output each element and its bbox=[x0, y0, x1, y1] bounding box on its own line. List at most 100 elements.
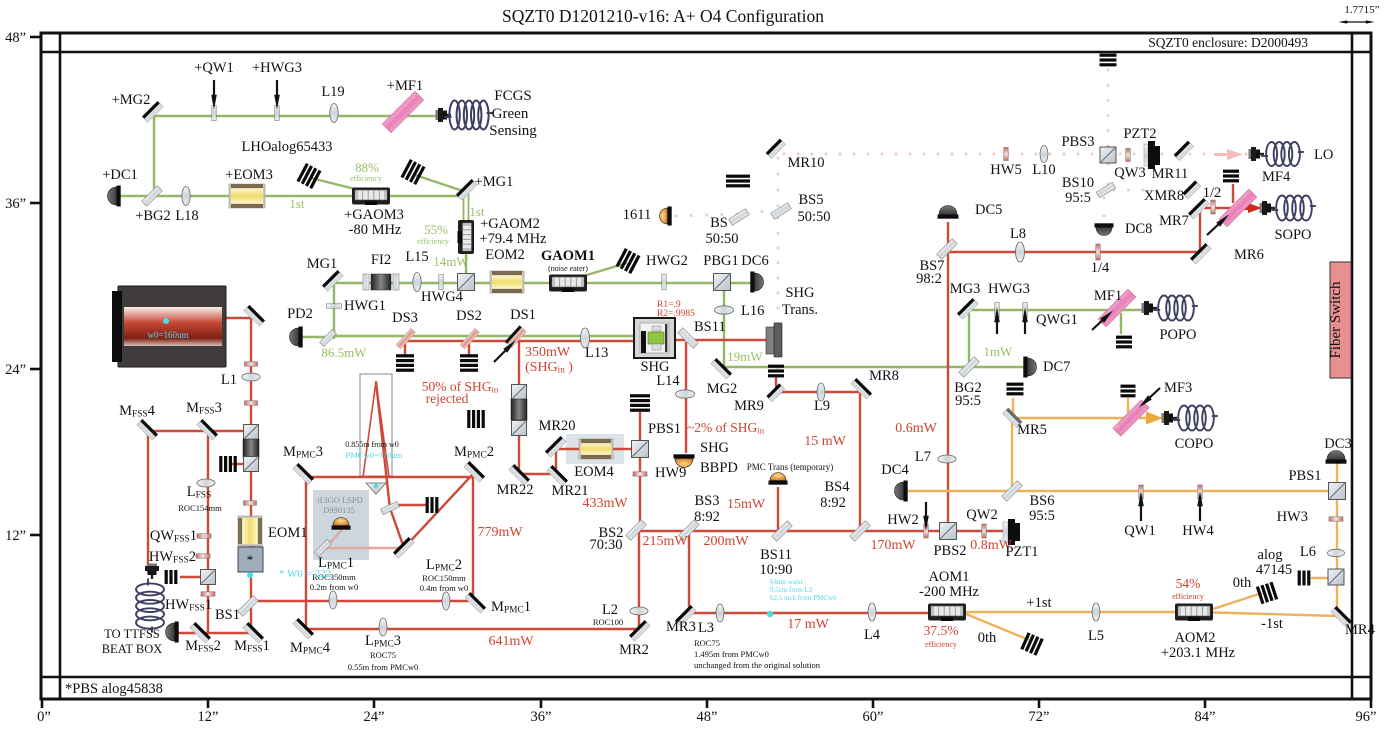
svg-text:88%: 88% bbox=[355, 160, 379, 175]
svg-text:PD2: PD2 bbox=[287, 306, 313, 322]
svg-text:HWG3: HWG3 bbox=[988, 281, 1030, 297]
svg-text:L4: L4 bbox=[864, 627, 881, 643]
svg-text:DC8: DC8 bbox=[1125, 221, 1152, 237]
svg-text:QW2: QW2 bbox=[966, 507, 997, 523]
svg-text:*PBS alog45838: *PBS alog45838 bbox=[65, 681, 163, 697]
svg-text:+EOM3: +EOM3 bbox=[225, 167, 273, 183]
svg-text:PBS1: PBS1 bbox=[1288, 468, 1321, 484]
svg-text:86.5mW: 86.5mW bbox=[321, 345, 367, 360]
svg-text:0.4m from w0: 0.4m from w0 bbox=[420, 583, 468, 593]
svg-text:FCGS: FCGS bbox=[494, 88, 532, 104]
svg-text:BEAT BOX: BEAT BOX bbox=[102, 642, 163, 656]
svg-text:DS1: DS1 bbox=[510, 307, 536, 323]
svg-text:BS1: BS1 bbox=[215, 607, 240, 623]
svg-text:MG2: MG2 bbox=[707, 381, 738, 397]
svg-text:SHG: SHG bbox=[700, 440, 730, 456]
svg-text:MR20: MR20 bbox=[538, 418, 575, 434]
svg-text:Fiber Switch: Fiber Switch bbox=[1328, 281, 1344, 359]
svg-text:HW2: HW2 bbox=[887, 512, 918, 528]
svg-text:Green: Green bbox=[492, 106, 529, 122]
svg-text:ROC75: ROC75 bbox=[694, 638, 720, 648]
svg-text:L18: L18 bbox=[175, 208, 198, 224]
svg-text:95:5: 95:5 bbox=[1029, 508, 1055, 524]
svg-text:BS2: BS2 bbox=[599, 525, 624, 541]
svg-text:HWG2: HWG2 bbox=[646, 253, 688, 269]
svg-text:62.5 inch from PMCw0: 62.5 inch from PMCw0 bbox=[770, 594, 837, 602]
svg-text:rejected: rejected bbox=[426, 391, 469, 406]
svg-text:BS7: BS7 bbox=[920, 258, 945, 274]
svg-text:w0=160um: w0=160um bbox=[147, 330, 188, 340]
svg-text:QW1: QW1 bbox=[1124, 523, 1155, 539]
svg-text:50:50: 50:50 bbox=[797, 209, 830, 225]
svg-text:BS10: BS10 bbox=[1062, 175, 1094, 191]
svg-text:BG2: BG2 bbox=[954, 380, 981, 396]
svg-text:COPO: COPO bbox=[1175, 436, 1214, 452]
svg-text:-1st: -1st bbox=[1261, 616, 1283, 632]
svg-text:BS3: BS3 bbox=[695, 493, 720, 509]
svg-text:Trans.: Trans. bbox=[782, 302, 818, 318]
svg-text:14mW: 14mW bbox=[433, 254, 469, 269]
svg-text:ROC150mm: ROC150mm bbox=[422, 573, 466, 583]
svg-text:+203.1 MHz: +203.1 MHz bbox=[1161, 645, 1236, 661]
svg-text:200mW: 200mW bbox=[703, 534, 749, 549]
svg-text:-200 MHz: -200 MHz bbox=[919, 584, 980, 600]
svg-text:+MG2: +MG2 bbox=[112, 92, 151, 108]
svg-text:DS2: DS2 bbox=[456, 308, 482, 324]
svg-text:DC4: DC4 bbox=[881, 462, 909, 478]
svg-text:L14: L14 bbox=[656, 373, 680, 389]
svg-text:QWFSS1: QWFSS1 bbox=[150, 528, 197, 545]
svg-text:ROC100: ROC100 bbox=[593, 617, 623, 627]
svg-text:MR10: MR10 bbox=[787, 155, 824, 171]
svg-text:HWFSS1: HWFSS1 bbox=[165, 597, 212, 614]
svg-text:12”: 12” bbox=[198, 709, 219, 725]
svg-text:FI2: FI2 bbox=[371, 252, 391, 268]
svg-text:PMC Trans (temporary): PMC Trans (temporary) bbox=[747, 462, 834, 472]
svg-text:HWG4: HWG4 bbox=[421, 289, 464, 305]
svg-text:POPO: POPO bbox=[1159, 327, 1196, 343]
svg-text:SHG: SHG bbox=[785, 285, 815, 301]
svg-text:efficiency: efficiency bbox=[1172, 592, 1204, 601]
svg-text:XMR8: XMR8 bbox=[1144, 188, 1184, 204]
svg-text:BS: BS bbox=[710, 215, 728, 231]
svg-text:ROC350mm: ROC350mm bbox=[312, 572, 356, 582]
svg-text:0th: 0th bbox=[978, 630, 997, 646]
svg-text:MF1: MF1 bbox=[1094, 288, 1122, 304]
svg-text:95:5: 95:5 bbox=[1065, 190, 1091, 206]
svg-text:L19: L19 bbox=[321, 84, 344, 100]
svg-text:215mW: 215mW bbox=[642, 534, 688, 549]
svg-text:17 mW: 17 mW bbox=[787, 617, 829, 632]
svg-text:EOM4: EOM4 bbox=[574, 464, 614, 480]
svg-text:L16: L16 bbox=[741, 303, 764, 319]
svg-text:PBS3: PBS3 bbox=[1061, 134, 1094, 150]
svg-text:HWFSS2: HWFSS2 bbox=[149, 549, 196, 566]
svg-text:47145: 47145 bbox=[1256, 562, 1292, 578]
svg-text:L15: L15 bbox=[405, 249, 428, 265]
svg-text:ROC75: ROC75 bbox=[370, 650, 396, 660]
svg-text:efficiency: efficiency bbox=[417, 237, 449, 246]
svg-text:37.5%: 37.5% bbox=[924, 623, 959, 638]
svg-text:36”: 36” bbox=[5, 196, 26, 212]
svg-text:DS3: DS3 bbox=[392, 310, 418, 326]
svg-text:*: * bbox=[247, 552, 254, 567]
svg-text:(noise eater): (noise eater) bbox=[548, 264, 588, 273]
svg-text:MR5: MR5 bbox=[1017, 422, 1047, 438]
svg-text:L6: L6 bbox=[1300, 544, 1316, 560]
svg-text:HW3: HW3 bbox=[1277, 509, 1308, 525]
svg-text:95:5: 95:5 bbox=[955, 393, 981, 409]
svg-text:1st: 1st bbox=[289, 196, 305, 211]
svg-text:1/2: 1/2 bbox=[1203, 185, 1222, 201]
svg-text:DC3: DC3 bbox=[1324, 436, 1351, 452]
svg-text:98:2: 98:2 bbox=[916, 271, 942, 287]
svg-text:BS6: BS6 bbox=[1030, 493, 1055, 509]
svg-text:+HWG3: +HWG3 bbox=[252, 60, 302, 76]
svg-text:MR4: MR4 bbox=[1345, 622, 1376, 638]
svg-text:EOM1: EOM1 bbox=[268, 525, 307, 541]
svg-text:8:92: 8:92 bbox=[694, 509, 720, 525]
svg-text:unchanged from the original so: unchanged from the original solution bbox=[694, 660, 821, 670]
svg-text:BS5: BS5 bbox=[799, 192, 824, 208]
svg-text:50% of SHGin: 50% of SHGin bbox=[422, 379, 499, 395]
svg-text:70:30: 70:30 bbox=[589, 537, 622, 553]
svg-text:+GAOM2: +GAOM2 bbox=[480, 216, 540, 232]
svg-text:19mW: 19mW bbox=[727, 349, 763, 364]
svg-text:MR21: MR21 bbox=[551, 483, 588, 499]
